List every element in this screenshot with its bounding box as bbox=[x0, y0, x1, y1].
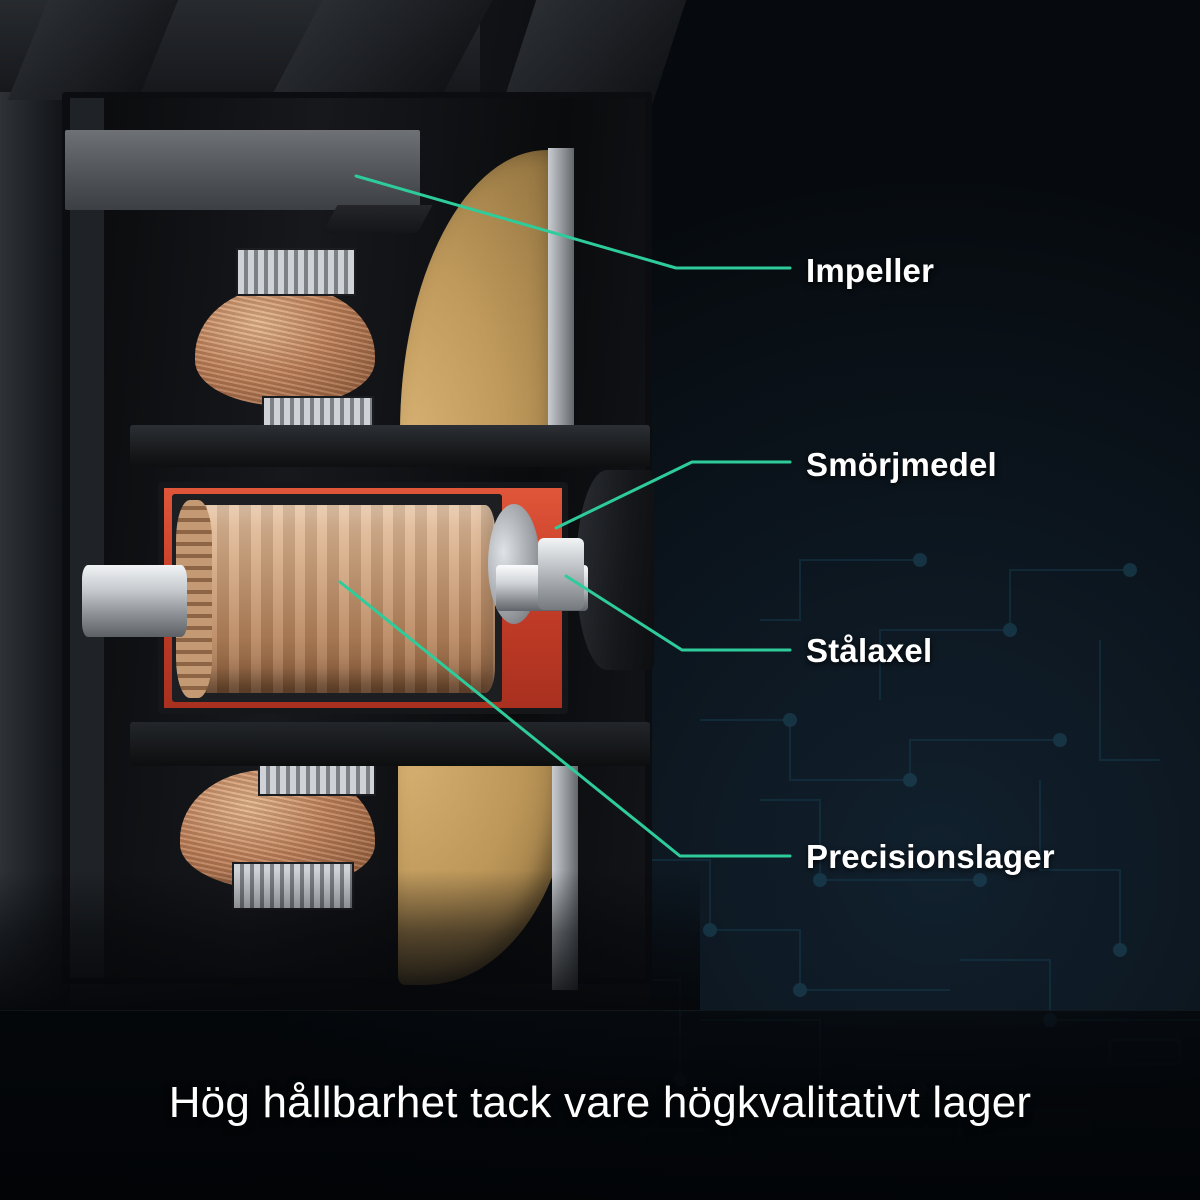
stator-winding-upper bbox=[195, 288, 375, 406]
caption-text: Hög hållbarhet tack vare högkvalitativt … bbox=[168, 1078, 1032, 1127]
frame-left-highlight bbox=[0, 0, 70, 1010]
render-bottom-fade bbox=[0, 870, 700, 1010]
leader-lubricant bbox=[554, 460, 792, 530]
leader-precision-bearing bbox=[338, 580, 792, 858]
callout-label-lubricant: Smörjmedel bbox=[806, 446, 997, 483]
leader-steel-shaft bbox=[564, 574, 792, 652]
caption-band bbox=[0, 1010, 1200, 1200]
rear-hub bbox=[576, 470, 654, 670]
lamination-stack bbox=[236, 248, 356, 296]
stator-support-lower bbox=[130, 722, 650, 766]
heatsink-pad bbox=[65, 130, 420, 210]
leader-impeller bbox=[354, 174, 792, 270]
callout-label-impeller: Impeller bbox=[806, 252, 935, 289]
copper-rotor-barrel bbox=[185, 505, 495, 693]
bearing-collar bbox=[538, 538, 584, 610]
caption-divider bbox=[0, 1010, 1200, 1011]
stator-support-upper bbox=[130, 425, 650, 467]
impeller-wall-upper bbox=[548, 148, 574, 448]
steel-shaft-stub-left bbox=[82, 565, 187, 637]
callout-label-steel-shaft: Stålaxel bbox=[806, 632, 933, 669]
fan-motor-cutaway-render bbox=[0, 0, 700, 1010]
callout-label-precision-bearing: Precisionslager bbox=[806, 838, 1055, 875]
